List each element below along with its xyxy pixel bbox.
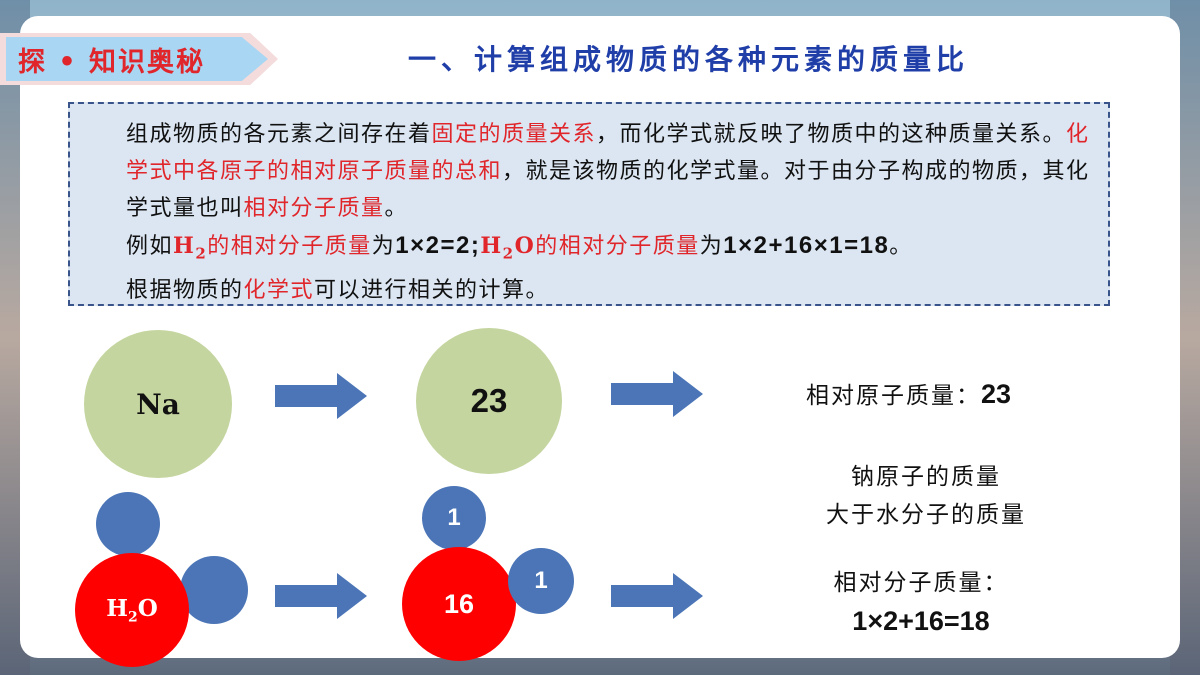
text-segment: 。	[384, 196, 409, 221]
section-tag-text: 探 • 知识奥秘	[18, 46, 206, 78]
section-tag: 探 • 知识奥秘	[6, 37, 268, 81]
formula-part: O	[137, 594, 158, 622]
h-mass-value: 1	[534, 567, 548, 594]
calc-h2: 1×2=2	[395, 232, 471, 259]
na-atom: Na	[84, 330, 232, 478]
formula-part: H	[480, 233, 503, 259]
text-segment: 根据物质的	[126, 278, 244, 304]
separator: ;	[470, 232, 481, 259]
h-mass-value: 1	[447, 504, 461, 531]
formula-subscript: 2	[195, 244, 208, 263]
h2o-result-label: 相对分子质量：	[833, 570, 1009, 596]
o-mass-value: 16	[443, 588, 475, 619]
highlight-relative-molecular-mass: 相对分子质量	[243, 196, 385, 221]
calc-h2o: 1×2+16×1=18	[723, 232, 890, 259]
h2o-result: 相对分子质量： 1×2+16=18	[806, 564, 1036, 640]
oxygen-atom: H2O	[75, 553, 189, 667]
oxygen-mass-atom: 16	[402, 547, 516, 661]
arrow-right-icon	[275, 573, 367, 619]
highlight-text: 的相对分子质量	[207, 234, 372, 259]
formula-h2: H2	[173, 233, 208, 263]
text-segment: ，就是该物质的化学式量。对于由分子构成的物质，其化学式量也叫	[126, 159, 1090, 221]
comparison-text: 钠原子的质量 大于水分子的质量	[806, 458, 1046, 534]
na-label: Na	[136, 387, 180, 421]
text-segment: 为	[371, 234, 396, 259]
text-segment: 。	[889, 234, 913, 259]
paragraph-example: 例如H2的相对分子质量为1×2=2;H2O的相对分子质量为1×2+16×1=18…	[82, 227, 1094, 272]
hydrogen-atom	[96, 492, 160, 556]
hydrogen-mass-atom: 1	[508, 548, 574, 614]
paragraph-definition: 组成物质的各元素之间存在着固定的质量关系，而化学式就反映了物质中的这种质量关系。…	[82, 116, 1094, 227]
page-title: 一、计算组成物质的各种元素的质量比	[408, 43, 970, 76]
h2o-result-value: 1×2+16=18	[852, 606, 990, 636]
formula-h2o: H2O	[480, 233, 536, 263]
text-segment: 组成物质的各元素之间存在着	[126, 122, 432, 147]
hydrogen-atom	[180, 556, 248, 624]
na-mass-atom: 23	[416, 328, 562, 474]
formula-subscript: 2	[502, 244, 515, 263]
h2o-formula: H2O	[106, 595, 158, 626]
na-mass-value: 23	[470, 382, 508, 419]
na-result-label: 相对原子质量：	[806, 383, 981, 409]
formula-part: H	[106, 594, 128, 622]
na-result-value: 23	[981, 379, 1012, 409]
highlight-text: 的相对分子质量	[535, 234, 700, 259]
text-segment: 例如	[126, 234, 174, 259]
arrow-right-icon	[275, 373, 367, 419]
text-segment: 可以进行相关的计算。	[314, 278, 550, 304]
arrow-right-icon	[611, 573, 703, 619]
na-result: 相对原子质量：23	[806, 376, 1011, 410]
comparison-line-2: 大于水分子的质量	[826, 502, 1026, 528]
arrow-right-icon	[611, 371, 703, 417]
text-segment: 为	[699, 234, 724, 259]
highlight-fixed-mass-relation: 固定的质量关系	[431, 122, 597, 147]
hydrogen-mass-atom: 1	[422, 486, 486, 550]
formula-part: O	[514, 233, 536, 259]
comparison-line-1: 钠原子的质量	[851, 464, 1001, 490]
formula-subscript: 2	[127, 609, 138, 626]
highlight-chemical-formula: 化学式	[243, 278, 315, 304]
explanation-box: 组成物质的各元素之间存在着固定的质量关系，而化学式就反映了物质中的这种质量关系。…	[68, 102, 1110, 306]
formula-part: H	[173, 233, 196, 259]
paragraph-calculation: 根据物质的化学式可以进行相关的计算。	[82, 272, 1094, 309]
text-segment: ，而化学式就反映了物质中的这种质量关系。	[596, 122, 1067, 147]
highlight-sum-definition: 化学式中各原子的相对原子质量的总和	[126, 122, 1090, 184]
